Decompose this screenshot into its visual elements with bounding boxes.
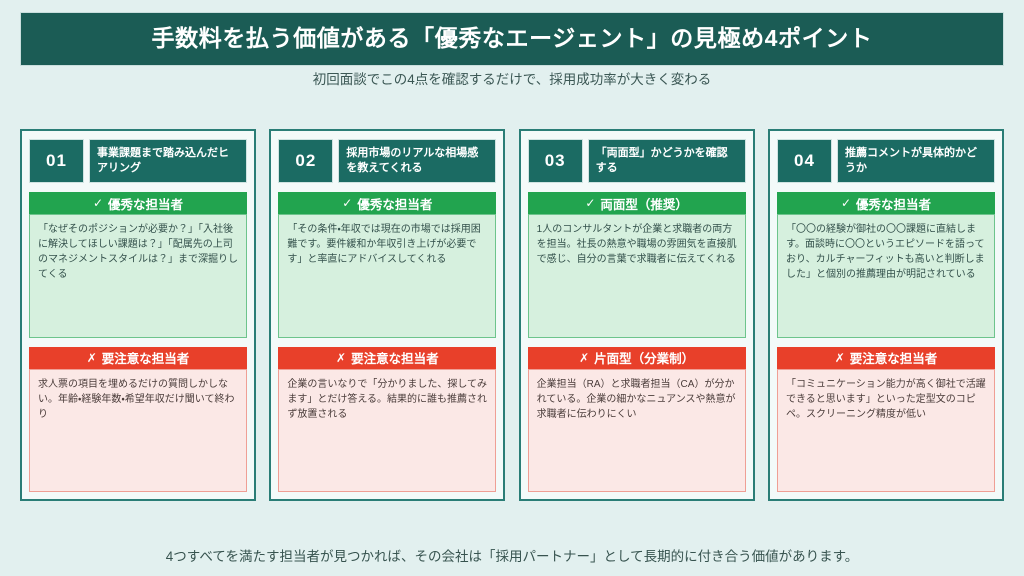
bad-section-body: 企業担当（RA）と求職者担当（CA）が分かれている。企業の細かなニュアンスや熱意… (527, 368, 746, 492)
cross-icon: ✗ (834, 350, 845, 365)
point-card-03: 03 「両面型」かどうかを確認する ✓ 両面型（推奨） 1人のコンサルタントが企… (518, 129, 755, 501)
good-section-label: ✓ 優秀な担当者 (29, 192, 247, 214)
card-header: 02 採用市場のリアルな相場感を教えてくれる (278, 139, 497, 183)
good-section-body: 1人のコンサルタントが企業と求職者の両方を担当。社長の熱意や職場の雰囲気を直接肌… (527, 214, 746, 338)
footer-note: 4つすべてを満たす担当者が見つかれば、その会社は「採用パートナー」として長期的に… (165, 549, 859, 564)
check-icon: ✓ (840, 196, 851, 210)
card-header: 04 推薦コメントが具体的かどうか (776, 139, 995, 183)
card-number-badge: 04 (776, 139, 832, 183)
good-section-body: 「〇〇の経験が御社の〇〇課題に直結します。面談時に〇〇というエピソードを語ってお… (776, 214, 995, 338)
good-section-label: ✓ 優秀な担当者 (776, 192, 995, 214)
good-section-label: ✓ 優秀な担当者 (278, 192, 497, 214)
card-header: 03 「両面型」かどうかを確認する (527, 139, 746, 183)
check-icon: ✓ (342, 196, 353, 210)
point-card-04: 04 推薦コメントが具体的かどうか ✓ 優秀な担当者 「〇〇の経験が御社の〇〇課… (767, 129, 1004, 501)
bad-label-text: 要注意な担当者 (101, 352, 190, 366)
cross-icon: ✗ (86, 350, 97, 365)
bad-section-label: ✗ 片面型（分業制） (527, 346, 746, 369)
bad-label-text: 要注意な担当者 (351, 352, 439, 366)
bad-section-label: ✗ 要注意な担当者 (278, 346, 497, 369)
card-number-badge: 03 (527, 139, 583, 183)
cross-icon: ✗ (579, 350, 590, 365)
page-subtitle: 初回面談でこの4点を確認するだけで、採用成功率が大きく変わる (312, 72, 712, 87)
check-icon: ✓ (585, 196, 596, 210)
card-title: 「両面型」かどうかを確認する (587, 139, 746, 183)
point-card-01: 01 事業課題まで踏み込んだヒアリング ✓ 優秀な担当者 「なぜそのポジションが… (20, 129, 256, 501)
good-section-label: ✓ 両面型（推奨） (527, 192, 746, 214)
cross-icon: ✗ (336, 350, 347, 365)
good-label-text: 両面型（推奨） (600, 197, 688, 212)
page-title: 手数料を払う価値がある「優秀なエージェント」の見極め4ポイント (151, 25, 873, 52)
card-header: 01 事業課題まで踏み込んだヒアリング (29, 139, 247, 183)
card-title: 事業課題まで踏み込んだヒアリング (89, 139, 247, 183)
good-label-text: 優秀な担当者 (357, 197, 433, 212)
good-label-text: 優秀な担当者 (856, 197, 932, 212)
bad-section-body: 企業の言いなりで「分かりました、探してみます」とだけ答える。結果的に誰も推薦され… (278, 368, 497, 492)
bad-section-body: 「コミュニケーション能力が高く御社で活躍できると思います」といった定型文のコピペ… (776, 368, 995, 492)
card-title: 採用市場のリアルな相場感を教えてくれる (338, 139, 497, 183)
check-icon: ✓ (92, 196, 104, 210)
card-grid: 01 事業課題まで踏み込んだヒアリング ✓ 優秀な担当者 「なぜそのポジションが… (20, 129, 1004, 501)
good-section-body: 「その条件・年収では現在の市場では採用困難です。要件緩和か年収引き上げが必要です… (278, 214, 497, 338)
bad-section-body: 求人票の項目を埋めるだけの質問しかしない。年齢・経験年数・希望年収だけ聞いて終わ… (29, 368, 247, 492)
card-title: 推薦コメントが具体的かどうか (836, 139, 995, 183)
bad-section-label: ✗ 要注意な担当者 (29, 346, 247, 369)
point-card-02: 02 採用市場のリアルな相場感を教えてくれる ✓ 優秀な担当者 「その条件・年収… (269, 129, 506, 501)
good-label-text: 優秀な担当者 (108, 197, 184, 212)
title-bar: 手数料を払う価値がある「優秀なエージェント」の見極め4ポイント (20, 12, 1004, 66)
card-number-badge: 02 (278, 139, 334, 183)
bad-label-text: 片面型（分業制） (594, 352, 695, 366)
bad-section-label: ✗ 要注意な担当者 (776, 346, 995, 369)
card-number-badge: 01 (29, 139, 84, 183)
bad-label-text: 要注意な担当者 (849, 352, 938, 366)
good-section-body: 「なぜそのポジションが必要か？」「入社後に解決してほしい課題は？」「配属先の上司… (29, 214, 247, 338)
